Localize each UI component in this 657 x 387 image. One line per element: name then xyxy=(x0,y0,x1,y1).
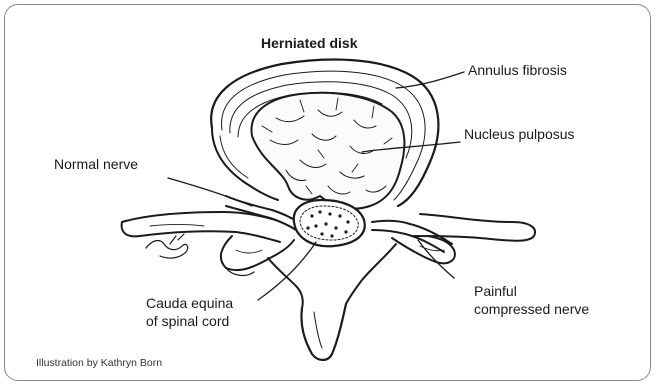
figure-title: Herniated disk xyxy=(261,35,357,52)
label-painful-line2: compressed nerve xyxy=(474,300,589,318)
compressed-nerve-shape xyxy=(372,221,452,252)
label-annulus-fibrosis: Annulus fibrosis xyxy=(468,62,567,79)
label-cauda-equina-line2: of spinal cord xyxy=(146,312,233,330)
label-cauda-equina-line1: Cauda equina xyxy=(146,294,233,312)
cauda-equina-shape xyxy=(294,200,365,246)
artist-signature-mark xyxy=(146,234,188,258)
label-nucleus-pulposus: Nucleus pulposus xyxy=(464,126,575,143)
label-cauda-equina: Cauda equina of spinal cord xyxy=(146,294,233,330)
label-normal-nerve: Normal nerve xyxy=(54,156,138,173)
illustration-credit: Illustration by Kathryn Born xyxy=(36,355,162,372)
label-painful-line1: Painful xyxy=(474,282,589,300)
nucleus-pulposus-shape xyxy=(251,93,404,209)
label-painful-compressed-nerve: Painful compressed nerve xyxy=(474,282,589,318)
